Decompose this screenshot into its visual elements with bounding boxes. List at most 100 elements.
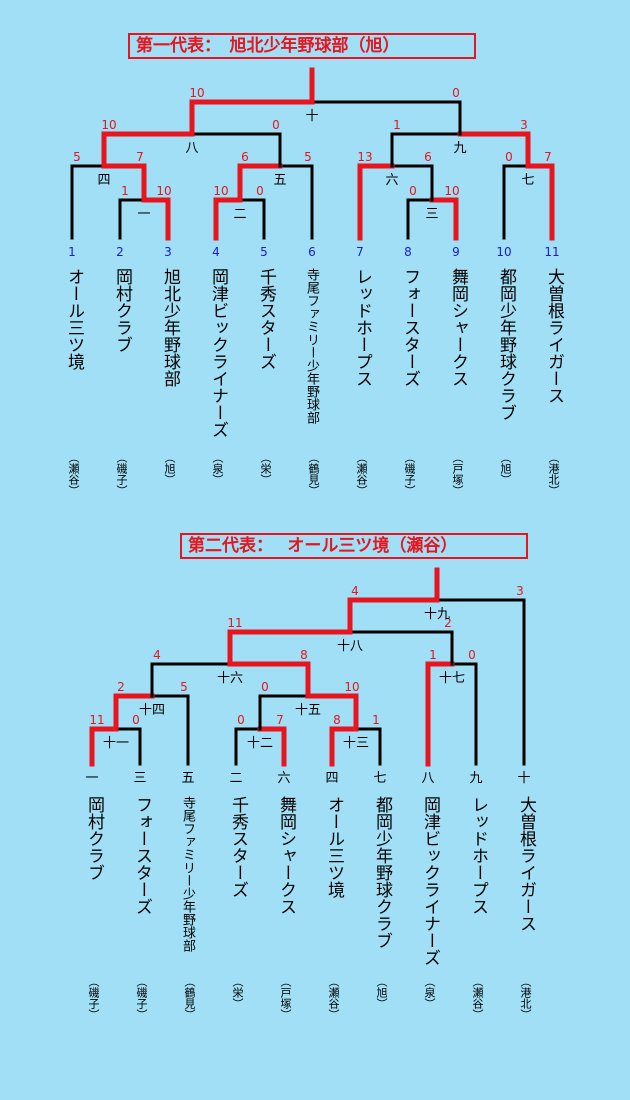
b1-match-8-loser-line (190, 132, 282, 168)
b2-match-2-left-score: 0 (237, 713, 245, 727)
b1-match-8-left-score: 10 (101, 118, 116, 132)
b1-team-9-region: （戸塚） (451, 452, 464, 496)
b1-match-2-label: 二 (233, 207, 246, 222)
b2-team-8-seed: 八 (421, 771, 434, 786)
b2-match-8-right-score: 2 (444, 616, 452, 630)
bracket-2-title: 第二代表： オール三ツ境（瀬谷） (180, 533, 528, 559)
b1-match-1-right-score: 10 (156, 184, 171, 198)
b1-team-8-region: （磯子） (403, 452, 416, 496)
b1-match-5-right-score: 5 (304, 150, 312, 164)
b2-team-9-region: （瀬谷） (471, 976, 484, 1020)
b2-match-9-left-score: 4 (351, 584, 359, 598)
b1-match-10-right-score: 0 (452, 86, 460, 100)
b1-team-11-region: （港北） (547, 452, 560, 496)
b1-match-5-winner-line (237, 163, 283, 203)
b1-match-3-winner-line (429, 197, 459, 241)
b1-team-9-name: 舞岡シャークス (448, 268, 468, 387)
b2-match-8-winner-line (227, 629, 353, 667)
b1-team-11-seed: 11 (544, 245, 559, 259)
b2-match-3-right-score: 1 (372, 713, 380, 727)
b1-team-4-region: （泉） (211, 452, 224, 485)
b2-match-9-loser-line (435, 598, 526, 766)
b2-match-7-winner-line (425, 661, 455, 767)
b1-match-7-label: 七 (521, 173, 534, 188)
b2-match-9-right-score: 3 (516, 584, 524, 598)
b1-match-7-winner-line (525, 163, 555, 241)
b2-match-2-right-score: 7 (276, 713, 284, 727)
b2-team-8-region: （泉） (423, 976, 436, 1009)
b2-team-6-seed: 四 (325, 771, 338, 786)
b2-team-10-region: （港北） (519, 976, 532, 1020)
b1-match-2-right-score: 0 (256, 184, 264, 198)
b2-match-1-loser-line (114, 727, 142, 766)
b2-match-4-left-score: 2 (117, 680, 125, 694)
b1-match-10-label: 十 (305, 109, 318, 124)
b1-team-10-region: （旭） (499, 452, 512, 485)
b1-match-1-loser-line (118, 198, 146, 240)
b2-match-5-left-score: 0 (261, 680, 269, 694)
b1-match-6-loser-line (390, 164, 434, 202)
b2-team-10-seed: 十 (517, 771, 530, 786)
b2-team-4-seed: 二 (229, 771, 242, 786)
b2-match-6-winner-line (227, 661, 311, 699)
b2-team-1-seed: 一 (85, 771, 98, 786)
b1-team-1-region: （瀬谷） (67, 452, 80, 496)
b1-match-1-left-score: 1 (121, 184, 129, 198)
b2-match-5-right-score: 10 (344, 680, 359, 694)
b1-match-4-right-score: 7 (136, 150, 144, 164)
b1-team-9-seed: 9 (452, 245, 460, 259)
b2-team-2-name: フォースターズ (132, 796, 152, 915)
b1-match-9-label: 九 (453, 141, 466, 156)
b1-team-6-region: （鶴見） (307, 452, 320, 496)
b2-match-2-loser-line (234, 727, 262, 766)
b2-match-3-loser-line (354, 727, 382, 766)
b1-match-1-label: 一 (137, 207, 150, 222)
b2-team-7-region: （旭） (375, 976, 388, 1009)
b1-match-9-right-score: 3 (520, 118, 528, 132)
b1-team-7-region: （瀬谷） (355, 452, 368, 496)
b2-team-4-region: （栄） (231, 976, 244, 1009)
b2-team-4-name: 千秀スターズ (228, 796, 248, 898)
b2-match-5-winner-line (305, 693, 359, 732)
b2-match-2-label: 十二 (247, 736, 273, 751)
b1-team-4-name: 岡津ビックライナーズ (208, 268, 228, 438)
b1-match-10-loser-line (310, 100, 462, 136)
b1-team-2-seed: 2 (116, 245, 124, 259)
b1-match-6-winner-line (357, 163, 395, 241)
b1-match-7-right-score: 7 (544, 150, 552, 164)
b2-match-3-label: 十三 (343, 736, 369, 751)
b2-match-6-loser-line (150, 662, 232, 698)
b2-match-4-loser-line (150, 694, 190, 766)
b1-match-4-left-score: 5 (73, 150, 81, 164)
b1-team-6-name: 寺尾ファミリー少年野球部 (304, 268, 319, 424)
b2-match-6-right-score: 8 (300, 648, 308, 662)
b2-team-7-name: 都岡少年野球クラブ (372, 796, 392, 949)
b1-match-1-winner-line (141, 197, 171, 241)
b1-match-9-winner-line (457, 131, 531, 169)
b2-team-10-name: 大曽根ライガース (516, 796, 536, 932)
b1-team-10-name: 都岡少年野球クラブ (496, 268, 516, 421)
b1-team-5-region: （栄） (259, 452, 272, 485)
b2-team-2-region: （磯子） (135, 976, 148, 1020)
b1-match-4-loser-line (70, 164, 106, 240)
b1-match-3-right-score: 10 (444, 184, 459, 198)
b2-team-1-region: （磯子） (87, 976, 100, 1020)
b2-match-7-loser-line (450, 662, 478, 766)
b1-match-6-left-score: 13 (357, 150, 372, 164)
b1-match-3-loser-line (406, 198, 434, 240)
b2-team-5-region: （戸塚） (279, 976, 292, 1020)
b2-team-3-region: （鶴見） (183, 976, 196, 1020)
b1-team-3-seed: 3 (164, 245, 172, 259)
b2-match-4-label: 十四 (139, 703, 165, 718)
b2-match-7-left-score: 1 (429, 648, 437, 662)
b1-team-7-name: レッドホープス (352, 268, 372, 387)
b2-match-9-winner-line (347, 597, 440, 635)
b1-team-1-name: オール三ツ境 (64, 268, 84, 370)
b2-match-2-winner-line (257, 726, 287, 767)
b1-match-8-label: 八 (185, 141, 198, 156)
b1-team-6-seed: 6 (308, 245, 316, 259)
b1-match-4-label: 四 (97, 173, 110, 188)
b1-match-6-right-score: 6 (424, 150, 432, 164)
b1-match-7-loser-line (502, 164, 530, 240)
